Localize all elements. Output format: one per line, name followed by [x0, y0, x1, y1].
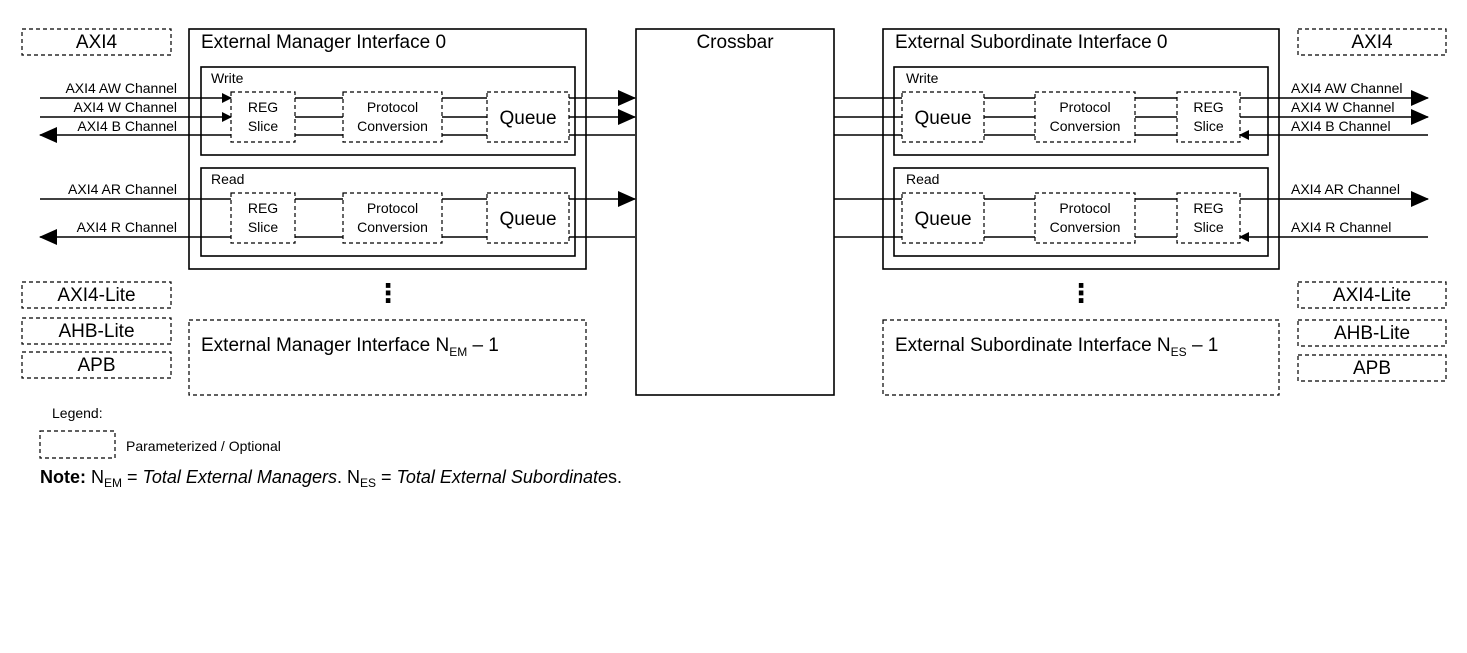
- subordinate-interface-last-title: External Subordinate Interface NES – 1: [895, 335, 1218, 359]
- subordinate-protocol-ahblite-box: [1297, 319, 1447, 347]
- manager-write-box: [200, 66, 576, 156]
- subordinate-channel-w: AXI4 W Channel: [1291, 99, 1395, 115]
- note-text: Note:NEM = Total External Managers. NES …: [40, 467, 622, 490]
- manager-write-queue: [486, 91, 570, 143]
- manager-ellipsis: ⋮: [375, 278, 401, 308]
- subordinate-write-wires: [834, 90, 1429, 140]
- manager-interface-last-title: External Manager Interface NEM – 1: [201, 335, 499, 359]
- manager-read-queue: [486, 192, 570, 244]
- subordinate-write-queue-label: Queue: [914, 108, 971, 129]
- manager-protocol-axi4lite: AXI4-Lite: [57, 285, 135, 306]
- subordinate-write-reg-line2: Slice: [1193, 118, 1224, 134]
- subordinate-write-blocks: Queue Protocol Conversion REG Slice: [901, 91, 1241, 143]
- manager-read-box: [200, 167, 576, 257]
- subordinate-read-proto-line1: Protocol: [1059, 200, 1110, 216]
- manager-write-proto-line1: Protocol: [367, 99, 418, 115]
- manager-interface-last-box: [188, 319, 587, 396]
- subordinate-write-protocol-conversion: [1034, 91, 1136, 143]
- manager-read-blocks: REG Slice Protocol Conversion Queue: [230, 192, 570, 244]
- manager-protocol-axi4-box: [21, 28, 172, 56]
- crossbar-box: [635, 28, 835, 396]
- subordinate-channel-b: AXI4 B Channel: [1291, 118, 1391, 134]
- subordinate-protocol-axi4: AXI4: [1351, 32, 1393, 53]
- subordinate-write-box: [893, 66, 1269, 156]
- manager-read-reg-slice: [230, 192, 296, 244]
- subordinate-write-reg-slice: [1176, 91, 1241, 143]
- manager-channel-b: AXI4 B Channel: [77, 118, 177, 134]
- manager-write-reg-slice: [230, 91, 296, 143]
- legend: Legend: Parameterized / Optional: [39, 405, 281, 459]
- manager-channel-aw: AXI4 AW Channel: [65, 80, 177, 96]
- subordinate-read-protocol-conversion: [1034, 192, 1136, 244]
- subordinate-read-reg-slice: [1176, 192, 1241, 244]
- subordinate-read-proto-line2: Conversion: [1050, 219, 1121, 235]
- manager-write-protocol-conversion: [342, 91, 443, 143]
- subordinate-write-queue: [901, 91, 985, 143]
- legend-item-label: Parameterized / Optional: [126, 438, 281, 454]
- subordinate-channel-labels: AXI4 AW Channel AXI4 W Channel AXI4 B Ch…: [1291, 80, 1403, 235]
- manager-protocol-axi4: AXI4: [76, 32, 118, 53]
- manager-write-reg-line1: REG: [248, 99, 278, 115]
- manager-protocol-ahblite: AHB-Lite: [58, 321, 134, 342]
- subordinate-interface-0: External Subordinate Interface 0 Write R…: [882, 28, 1280, 270]
- subordinate-write-proto-line1: Protocol: [1059, 99, 1110, 115]
- subordinate-read-reg-line1: REG: [1193, 200, 1223, 216]
- subordinate-protocol-axi4lite: AXI4-Lite: [1333, 285, 1411, 306]
- manager-read-label: Read: [211, 171, 244, 187]
- manager-write-proto-line2: Conversion: [357, 118, 428, 134]
- manager-interface-0: External Manager Interface 0 Write Read: [188, 28, 587, 270]
- subordinate-channel-ar: AXI4 AR Channel: [1291, 181, 1400, 197]
- manager-protocol-apb-box: [21, 351, 172, 379]
- manager-read-proto-line2: Conversion: [357, 219, 428, 235]
- subordinate-read-queue-label: Queue: [914, 209, 971, 230]
- subordinate-interface-0-box: [882, 28, 1280, 270]
- manager-read-queue-label: Queue: [499, 209, 556, 230]
- legend-title: Legend:: [52, 405, 103, 421]
- subordinate-read-wires: [834, 191, 1429, 242]
- manager-read-reg-line1: REG: [248, 200, 278, 216]
- manager-channel-ar: AXI4 AR Channel: [68, 181, 177, 197]
- subordinate-read-blocks: Queue Protocol Conversion REG Slice: [901, 192, 1241, 244]
- subordinate-write-reg-line1: REG: [1193, 99, 1223, 115]
- legend-dashed-swatch: [39, 430, 116, 459]
- manager-protocol-apb: APB: [77, 355, 115, 376]
- subordinate-interface-last-box: [882, 319, 1280, 396]
- manager-protocol-ahblite-box: [21, 317, 172, 345]
- subordinate-protocol-ahblite: AHB-Lite: [1334, 323, 1410, 344]
- subordinate-interface-0-title: External Subordinate Interface 0: [895, 32, 1168, 53]
- manager-protocol-labels: AXI4 AXI4-Lite AHB-Lite APB: [21, 28, 172, 379]
- manager-channel-w: AXI4 W Channel: [74, 99, 178, 115]
- manager-write-label: Write: [211, 70, 244, 86]
- subordinate-read-reg-line2: Slice: [1193, 219, 1224, 235]
- manager-write-reg-line2: Slice: [248, 118, 279, 134]
- manager-protocol-axi4lite-box: [21, 281, 172, 309]
- manager-write-queue-label: Queue: [499, 108, 556, 129]
- subordinate-protocol-apb: APB: [1353, 358, 1391, 379]
- manager-read-proto-line1: Protocol: [367, 200, 418, 216]
- subordinate-read-box: [893, 167, 1269, 257]
- manager-write-blocks: REG Slice Protocol Conversion Queue: [230, 91, 570, 143]
- subordinate-protocol-axi4lite-box: [1297, 281, 1447, 309]
- crossbar-title: Crossbar: [696, 32, 774, 53]
- manager-channel-r: AXI4 R Channel: [77, 219, 177, 235]
- subordinate-channel-r: AXI4 R Channel: [1291, 219, 1391, 235]
- manager-read-reg-line2: Slice: [248, 219, 279, 235]
- subordinate-read-label: Read: [906, 171, 939, 187]
- subordinate-protocol-apb-box: [1297, 354, 1447, 382]
- subordinate-write-proto-line2: Conversion: [1050, 118, 1121, 134]
- subordinate-read-queue: [901, 192, 985, 244]
- subordinate-protocol-axi4-box: [1297, 28, 1447, 56]
- manager-write-wires: [39, 90, 636, 143]
- manager-read-wires: [39, 191, 636, 245]
- manager-read-protocol-conversion: [342, 192, 443, 244]
- subordinate-protocol-labels: AXI4 AXI4-Lite AHB-Lite APB: [1297, 28, 1447, 382]
- subordinate-write-label: Write: [906, 70, 939, 86]
- subordinate-channel-aw: AXI4 AW Channel: [1291, 80, 1403, 96]
- manager-channel-labels: AXI4 AW Channel AXI4 W Channel AXI4 B Ch…: [65, 80, 177, 235]
- manager-interface-0-title: External Manager Interface 0: [201, 32, 446, 53]
- manager-interface-0-box: [188, 28, 587, 270]
- subordinate-ellipsis: ⋮: [1068, 278, 1094, 308]
